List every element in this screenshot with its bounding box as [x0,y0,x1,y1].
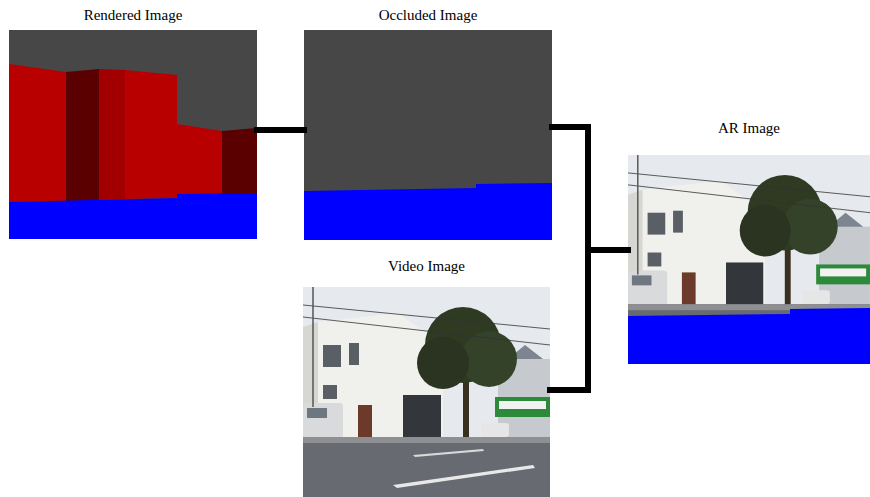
panel-heading: AR Image [628,119,870,137]
image-panel: Rendered Image [9,6,257,24]
image-panel: Occluded Image [304,6,552,24]
image-panel: Video Image [303,257,550,275]
image-frame [304,30,552,240]
connector-line [257,130,304,131]
connector-line [550,250,628,390]
image-panel: AR Image [628,119,870,137]
panel-heading: Video Image [303,257,550,275]
connector-line [552,127,628,250]
image-frame [628,155,870,364]
image-frame [9,30,257,239]
image-frame [303,287,550,497]
panel-heading: Occluded Image [304,6,552,24]
panel-heading: Rendered Image [9,6,257,24]
